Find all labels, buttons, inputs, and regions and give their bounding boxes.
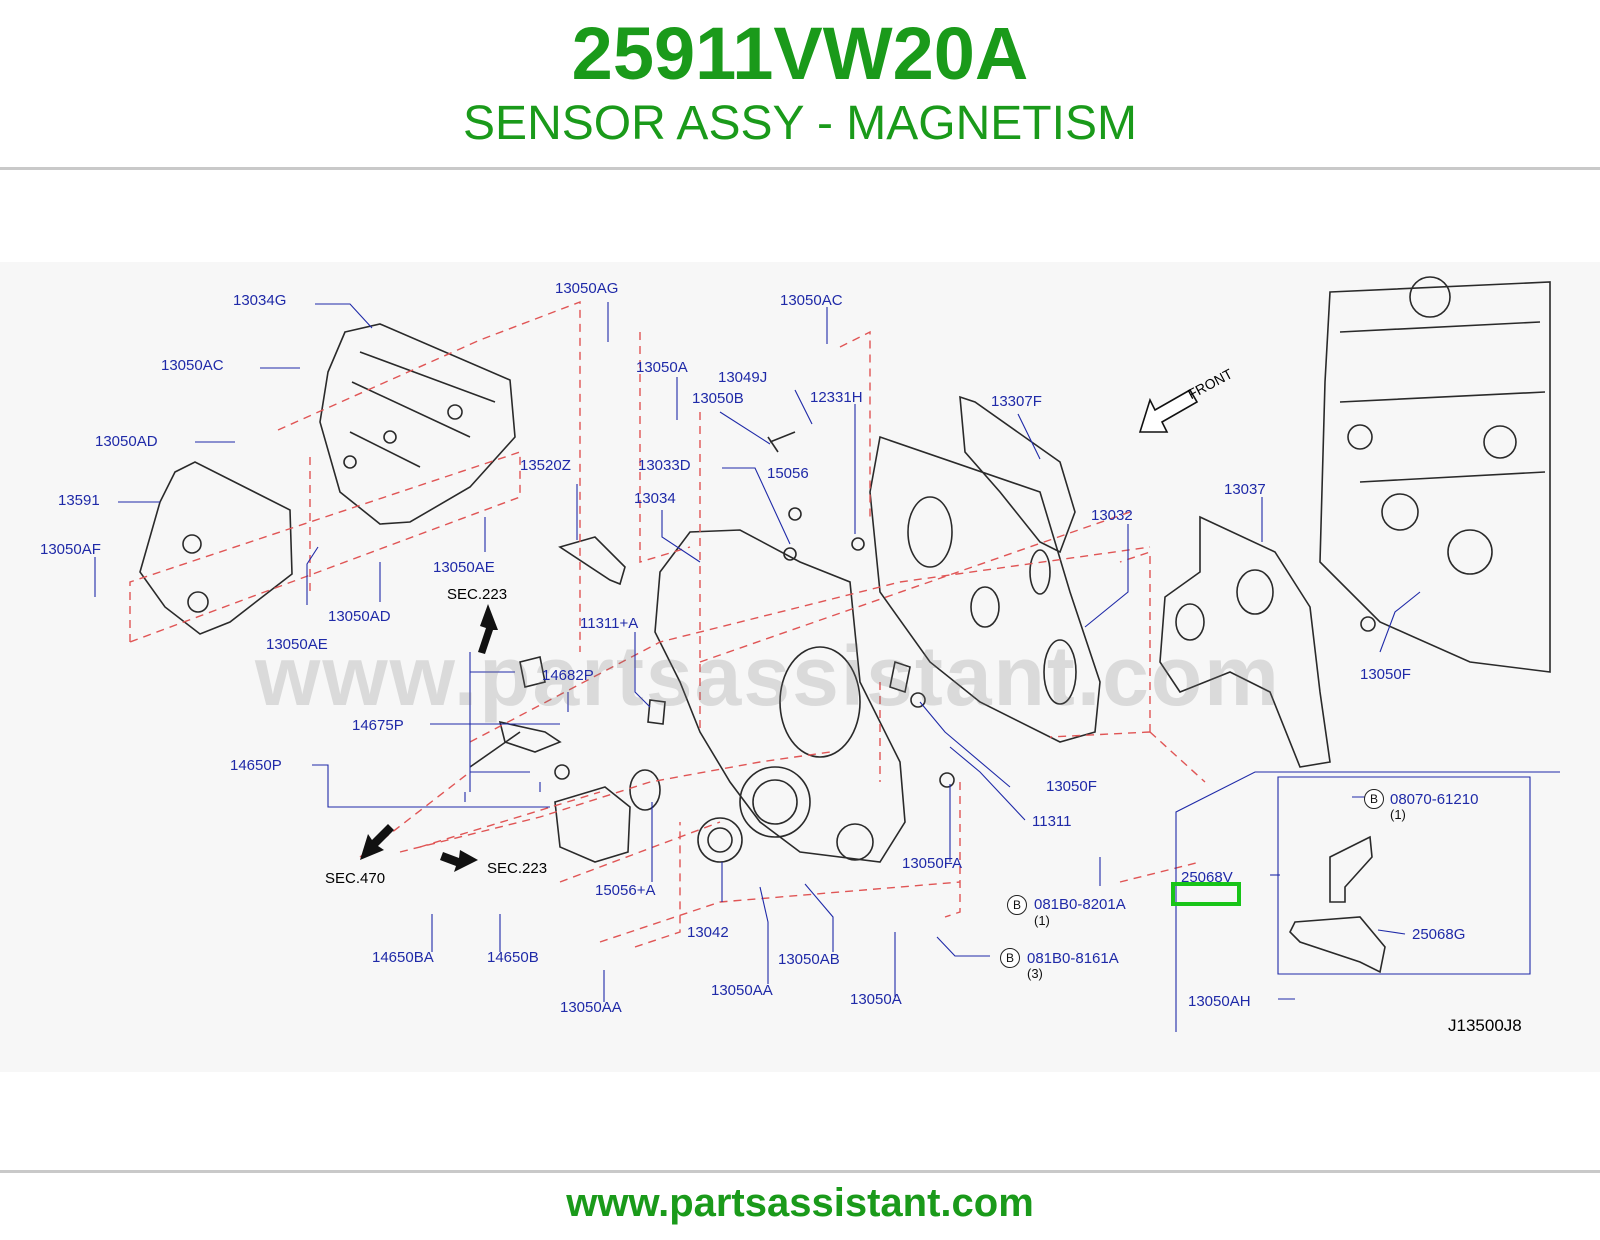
callout-label[interactable]: 13050AA bbox=[711, 982, 773, 999]
callout-label[interactable]: 14650B bbox=[487, 949, 539, 966]
callout-label[interactable]: 13050FA bbox=[902, 855, 963, 872]
upper-cover-part bbox=[319, 323, 516, 525]
sec-arrow-down-left-icon bbox=[360, 824, 394, 860]
section-ref[interactable]: SEC.470 bbox=[325, 870, 386, 887]
callout-label[interactable]: 13050AD bbox=[328, 608, 391, 625]
timing-case-part bbox=[654, 529, 906, 863]
callout-label[interactable]: 13042 bbox=[687, 924, 729, 941]
callout-label[interactable]: 13034G bbox=[233, 292, 287, 309]
callout-label[interactable]: 13050AC bbox=[161, 357, 224, 374]
sec-arrow-right-icon bbox=[440, 850, 478, 872]
exploded-parts-diagram: www.partsassistant.com FRONT 13034G 1305… bbox=[0, 262, 1600, 1072]
page-header: 25911VW20A SENSOR ASSY - MAGNETISM bbox=[0, 0, 1600, 168]
gasket-part bbox=[869, 435, 1101, 743]
callout-label[interactable]: 13050F bbox=[1046, 778, 1097, 795]
oil-seal-part bbox=[697, 817, 743, 863]
callout-label[interactable]: 081B0-8161A bbox=[1027, 950, 1119, 967]
footer-website-link[interactable]: www.partsassistant.com bbox=[566, 1181, 1034, 1225]
water-pump-part bbox=[554, 786, 631, 863]
quantity-note: (3) bbox=[1027, 966, 1043, 981]
callout-label[interactable]: 13033D bbox=[638, 457, 691, 474]
diagram-code: J13500J8 bbox=[1448, 1016, 1522, 1035]
callout-label[interactable]: 13050AC bbox=[780, 292, 843, 309]
part-name-subtitle: SENSOR ASSY - MAGNETISM bbox=[463, 97, 1137, 150]
quantity-note: (1) bbox=[1390, 807, 1406, 822]
callout-label[interactable]: 13037 bbox=[1224, 481, 1266, 498]
callout-label[interactable]: 15056 bbox=[767, 465, 809, 482]
callout-label[interactable]: 13520Z bbox=[520, 457, 571, 474]
highlighted-part-box bbox=[1171, 882, 1241, 906]
callout-label[interactable]: 14682P bbox=[542, 667, 594, 684]
callout-label[interactable]: 13307F bbox=[991, 393, 1042, 410]
bolt-badge: B bbox=[1007, 895, 1027, 915]
callout-label[interactable]: 15056+A bbox=[595, 882, 656, 899]
watermark: www.partsassistant.com bbox=[255, 629, 1281, 723]
callout-label[interactable]: 25068G bbox=[1412, 926, 1466, 943]
callout-label[interactable]: 08070-61210 bbox=[1390, 791, 1479, 808]
callout-label[interactable]: 13050AG bbox=[555, 280, 619, 297]
lower-cover-part bbox=[139, 461, 293, 635]
bolt-badge: B bbox=[1364, 789, 1384, 809]
callout-label[interactable]: 13050B bbox=[692, 390, 744, 407]
callout-label[interactable]: 13050AF bbox=[40, 541, 101, 558]
section-ref[interactable]: SEC.223 bbox=[447, 586, 508, 603]
callout-label[interactable]: 11311 bbox=[1032, 813, 1072, 830]
part-number-title: 25911VW20A bbox=[571, 12, 1029, 95]
bolt-badge: B bbox=[1000, 948, 1020, 968]
callout-label-highlighted[interactable]: 25068V bbox=[1181, 869, 1233, 886]
callout-label[interactable]: 13034 bbox=[634, 490, 676, 507]
sec-arrow-up-icon bbox=[478, 604, 498, 654]
engine-block-part bbox=[1319, 281, 1551, 673]
quantity-note: (1) bbox=[1034, 913, 1050, 928]
callout-label[interactable]: 13050AB bbox=[778, 951, 840, 968]
callout-label[interactable]: 13050F bbox=[1360, 666, 1411, 683]
callout-label[interactable]: 13050AE bbox=[266, 636, 328, 653]
callout-label[interactable]: 13050A bbox=[850, 991, 902, 1008]
sensor-assy-inset-part bbox=[1329, 835, 1373, 903]
diagram-drawing bbox=[94, 276, 1560, 1032]
callout-label[interactable]: 13032 bbox=[1091, 507, 1133, 524]
callout-label[interactable]: 081B0-8201A bbox=[1034, 896, 1126, 913]
rear-gasket-part bbox=[1159, 515, 1331, 768]
callout-label[interactable]: 14650P bbox=[230, 757, 282, 774]
section-ref[interactable]: SEC.223 bbox=[487, 860, 548, 877]
callout-label[interactable]: 12331H bbox=[810, 389, 863, 406]
callout-label[interactable]: 13050A bbox=[636, 359, 688, 376]
callout-label[interactable]: 11311+A bbox=[580, 615, 639, 632]
callout-label[interactable]: 14675P bbox=[352, 717, 404, 734]
front-arrow-icon bbox=[1138, 388, 1199, 433]
footer-divider bbox=[0, 1170, 1600, 1173]
callout-label[interactable]: 13050AH bbox=[1188, 993, 1251, 1010]
callout-label[interactable]: 13050AD bbox=[95, 433, 158, 450]
callout-label[interactable]: 13591 bbox=[58, 492, 100, 509]
callout-label[interactable]: 14650BA bbox=[372, 949, 434, 966]
header-divider bbox=[0, 167, 1600, 170]
callout-label[interactable]: 13050AE bbox=[433, 559, 495, 576]
callout-label[interactable]: 13049J bbox=[718, 369, 768, 386]
callout-label[interactable]: 13050AA bbox=[560, 999, 622, 1016]
